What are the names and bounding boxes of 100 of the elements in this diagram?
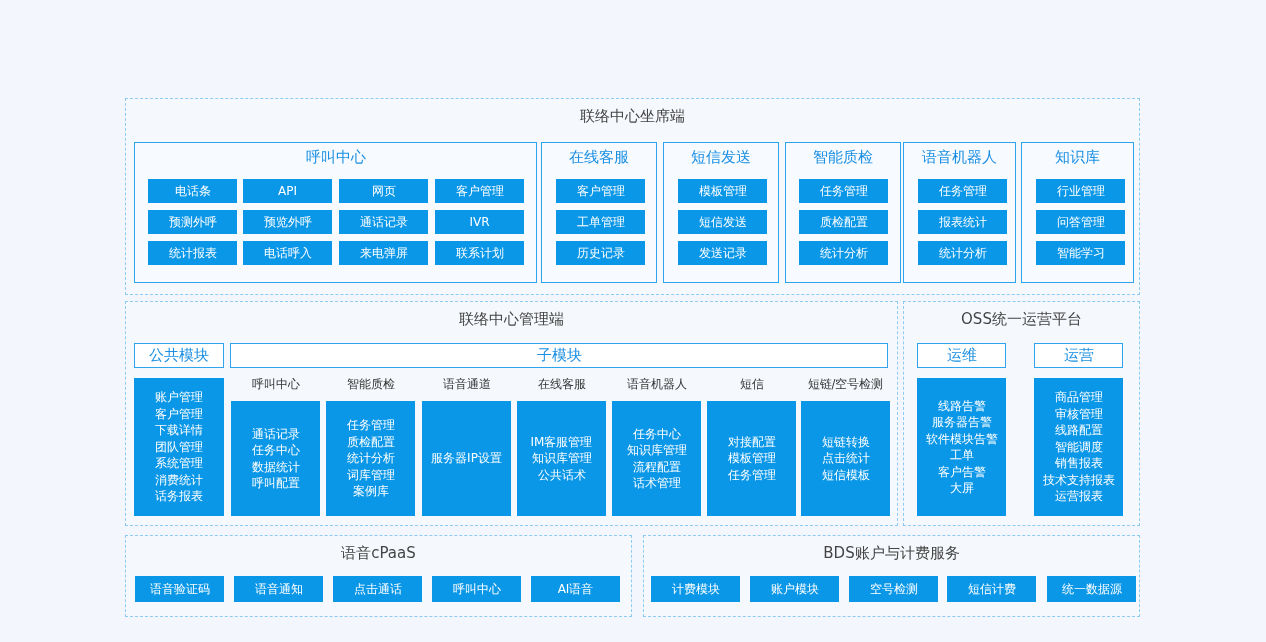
feature-tile: 统计报表 (148, 241, 237, 265)
feature-tile: 统计分析 (918, 241, 1007, 265)
feature-tile: 电话条 (148, 179, 237, 203)
feature-tile: 通话记录 (339, 210, 428, 234)
feature-tile: 历史记录 (556, 241, 645, 265)
list-item: 技术支持报表 (1042, 471, 1115, 489)
group-title: 语音机器人 (921, 148, 998, 167)
list-item: 质检配置 (346, 433, 395, 451)
group-title: 呼叫中心 (304, 148, 367, 167)
list-item: 智能调度 (1054, 438, 1103, 456)
group-panel (643, 535, 1140, 617)
feature-tile: 预览外呼 (243, 210, 332, 234)
feature-tile: 账户模块 (750, 576, 839, 602)
group-panel (125, 301, 898, 526)
list-item: 流程配置 (632, 458, 681, 475)
list-item: 呼叫配置 (251, 475, 300, 492)
list-item: 任务中心 (251, 442, 300, 459)
group-title: BDS账户与计费服务 (822, 544, 961, 563)
list-item: 客户告警 (937, 463, 986, 480)
list-item: 短信模板 (821, 466, 870, 484)
module-heading: 智能质检 (345, 377, 396, 392)
list-item: 团队管理 (155, 438, 203, 456)
feature-tile: 发送记录 (678, 241, 767, 265)
module-panel (785, 142, 901, 283)
feature-list-card (134, 378, 224, 516)
list-item: 客户管理 (155, 405, 203, 423)
list-item: 公共话术 (537, 466, 586, 484)
feature-tile: 计费模块 (651, 576, 740, 602)
group-title: 短信发送 (690, 148, 752, 167)
list-item: 数据统计 (251, 458, 300, 475)
list-item: 服务器告警 (931, 414, 992, 431)
group-panel (125, 98, 1140, 295)
list-item: 统计分析 (346, 450, 395, 467)
group-title: 联络中心管理端 (458, 310, 565, 329)
list-item: 词库管理 (346, 466, 395, 484)
feature-tile: IVR (435, 210, 524, 234)
list-item: 知识库管理 (531, 450, 592, 467)
list-item: 线路配置 (1054, 422, 1103, 439)
list-item: 软件模块告警 (925, 430, 998, 447)
module-heading: 语音通道 (441, 377, 492, 392)
module-heading: 语音机器人 (625, 377, 688, 392)
list-item: 审核管理 (1054, 405, 1103, 423)
feature-tile: API (243, 179, 332, 203)
group-title: 在线客服 (568, 148, 630, 167)
feature-list-card (917, 378, 1006, 516)
feature-tile: 质检配置 (799, 210, 888, 234)
list-item: 线路告警 (937, 397, 986, 414)
section-header: 子模块 (230, 343, 888, 368)
feature-tile: 智能学习 (1036, 241, 1125, 265)
module-panel (663, 142, 779, 283)
feature-tile: 网页 (339, 179, 428, 203)
list-item: 大屏 (949, 480, 974, 497)
feature-tile: 报表统计 (918, 210, 1007, 234)
list-item: 销售报表 (1054, 455, 1103, 472)
list-item: 对接配置 (727, 433, 776, 451)
list-item: 模板管理 (727, 450, 776, 467)
list-item: 任务管理 (727, 466, 776, 484)
feature-tile: 短信计费 (947, 576, 1036, 602)
list-item: 工单 (949, 447, 974, 464)
feature-tile: AI语音 (531, 576, 620, 602)
group-title: 智能质检 (812, 148, 874, 167)
feature-list-card (1034, 378, 1123, 516)
feature-tile: 语音通知 (234, 576, 323, 602)
section-header: 公共模块 (134, 343, 224, 368)
feature-tile: 任务管理 (799, 179, 888, 203)
feature-tile: 来电弹屏 (339, 241, 428, 265)
module-heading: 短链/空号检测 (806, 377, 885, 392)
list-item: 商品管理 (1054, 389, 1103, 406)
feature-tile: 行业管理 (1036, 179, 1125, 203)
feature-tile: 预测外呼 (148, 210, 237, 234)
list-item: 话术管理 (632, 475, 681, 492)
list-item: 知识库管理 (626, 442, 687, 459)
list-item: 短链转换 (821, 433, 870, 451)
list-item: 系统管理 (155, 455, 203, 472)
feature-tile: 联系计划 (435, 241, 524, 265)
feature-tile: 任务管理 (918, 179, 1007, 203)
section-header: 运营 (1034, 343, 1123, 368)
module-heading: 短信 (738, 377, 765, 392)
group-title: OSS统一运营平台 (960, 310, 1083, 329)
list-item: 话务报表 (155, 488, 203, 505)
module-heading: 呼叫中心 (250, 377, 301, 392)
list-item: 消费统计 (155, 471, 203, 489)
feature-tile: 模板管理 (678, 179, 767, 203)
module-heading: 在线客服 (536, 377, 587, 392)
group-panel (125, 535, 632, 617)
list-item: 账户管理 (155, 389, 203, 406)
feature-tile: 语音验证码 (135, 576, 224, 602)
feature-tile: 电话呼入 (243, 241, 332, 265)
group-title: 知识库 (1054, 148, 1101, 167)
list-item: 通话记录 (251, 425, 300, 442)
feature-tile: 工单管理 (556, 210, 645, 234)
feature-tile: 空号检测 (849, 576, 938, 602)
group-title: 联络中心坐席端 (579, 107, 686, 126)
group-title: 语音cPaaS (340, 544, 417, 563)
feature-tile: 客户管理 (435, 179, 524, 203)
group-panel (903, 301, 1140, 526)
module-panel (903, 142, 1016, 283)
list-item: 任务中心 (632, 425, 681, 442)
feature-tile: 短信发送 (678, 210, 767, 234)
feature-tile: 呼叫中心 (432, 576, 521, 602)
